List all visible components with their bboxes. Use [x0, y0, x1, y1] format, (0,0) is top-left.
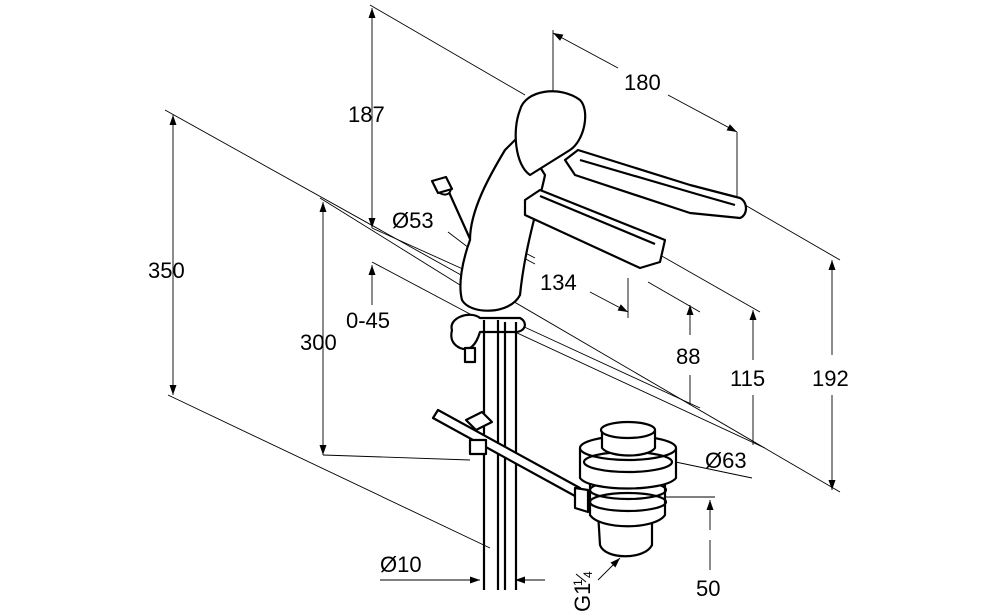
dim-label-350: 350: [148, 258, 185, 283]
ext-187-top: [369, 4, 526, 96]
dim-label-300: 300: [300, 330, 337, 355]
dimension-lines: [164, 4, 841, 584]
dim-label-thread: G1 1 4: [570, 571, 595, 612]
ext-115-top: [659, 254, 761, 313]
dim-label-dia53: Ø53: [392, 208, 434, 233]
base-line-115: [499, 324, 766, 449]
pop-up-waste: [573, 420, 678, 558]
dim-label-180: 180: [624, 70, 661, 95]
dim-label-187: 187: [348, 102, 385, 127]
lift-rod: [431, 408, 582, 498]
leader-dia63: [665, 458, 753, 479]
dim-180-a: [552, 32, 619, 69]
mounting-clamp: [450, 313, 526, 364]
faucet-body: [459, 133, 547, 312]
ext-192-top: [744, 204, 841, 261]
dim-134-b: [589, 291, 629, 313]
dim-label-115: 115: [730, 366, 765, 391]
rod-connector: [464, 410, 494, 432]
faucet-spout: [523, 188, 667, 270]
ext-300-bottom: [322, 454, 471, 461]
lift-rod-knob: [430, 175, 477, 251]
thread-denominator: 4: [581, 571, 595, 578]
thread-fraction-bar: [575, 573, 587, 583]
dim-label-dia63: Ø63: [705, 448, 747, 473]
ext-88-top: [647, 281, 701, 313]
dimension-labels: 187 180 350 300 0-45 Ø53 134 88 115 192 …: [148, 70, 849, 612]
waste-body: [588, 478, 667, 528]
base-line-192: [479, 281, 841, 493]
ext-350-bottom: [167, 394, 491, 549]
dim-label-88: 88: [676, 344, 700, 369]
handle-head: [514, 90, 587, 177]
dim-label-50: 50: [696, 576, 720, 601]
dim-label-134: 134: [540, 270, 577, 295]
ext-300-top: [319, 197, 461, 286]
faucet: [430, 90, 748, 590]
dim-label-0-45: 0-45: [346, 308, 390, 333]
leader-thread: [597, 557, 621, 581]
waste-plug-cap: [599, 420, 657, 440]
ext-187-bottom: [371, 227, 466, 271]
dim-label-192: 192: [812, 366, 849, 391]
thread-numerator: 1: [571, 579, 585, 586]
dim-180-b: [667, 94, 738, 133]
dim-label-dia10: Ø10: [380, 552, 422, 577]
thread-main: G1: [570, 583, 595, 612]
ext-350-top: [164, 109, 471, 281]
base-line-88: [519, 324, 701, 409]
handle-lever: [563, 148, 748, 220]
